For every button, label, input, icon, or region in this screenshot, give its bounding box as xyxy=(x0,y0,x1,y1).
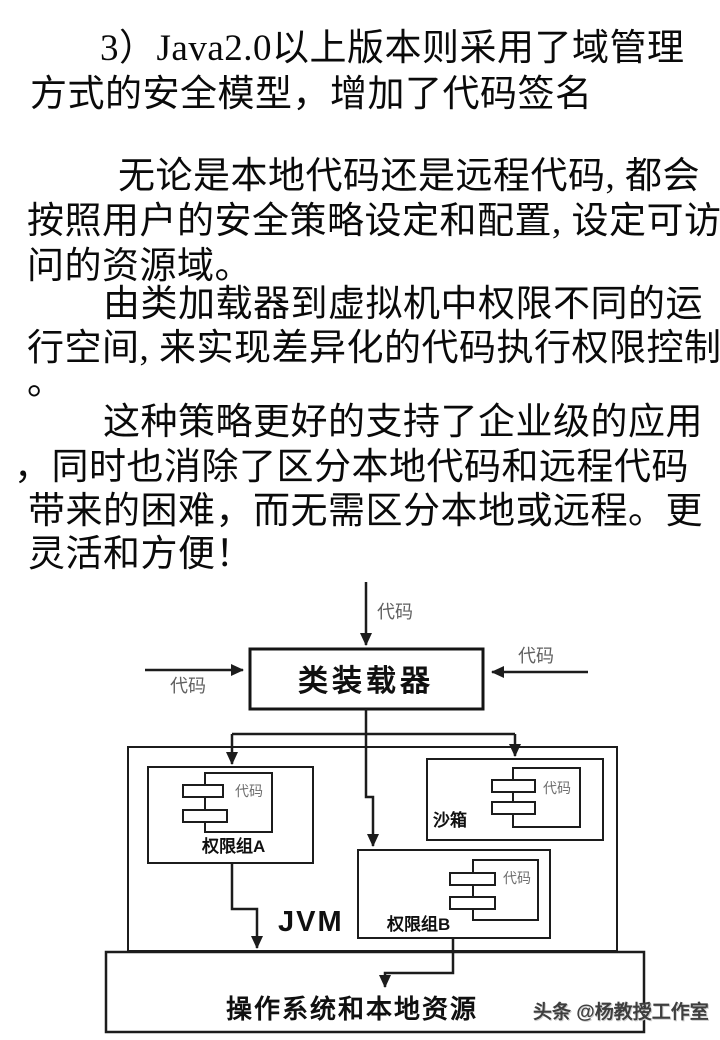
component-code-label: 代码 xyxy=(235,783,263,799)
text-line: 方式的安全模型，增加了代码签名 xyxy=(30,74,593,115)
text-line: ，同时也消除了区分本地代码和远程代码 xyxy=(14,447,689,488)
text-line: 问的资源域。 xyxy=(27,246,252,287)
text-line: 。 xyxy=(27,362,65,403)
permission-group-b-label: 权限组B xyxy=(386,914,450,934)
loader-to-permission-b-arrow xyxy=(364,709,379,847)
permission-a-to-os-arrow xyxy=(230,863,263,949)
component-icon xyxy=(491,767,581,828)
text-line: 灵活和方便！ xyxy=(28,534,253,575)
sandbox-label: 沙箱 xyxy=(433,810,467,830)
text-line: 由类加载器到虚拟机中权限不同的运 xyxy=(103,284,703,325)
text-line: 3）Java2.0以上版本则采用了域管理 xyxy=(100,28,685,69)
watermark: 头条 @杨教授工作室 xyxy=(533,1002,709,1023)
permission-b-to-os-arrow xyxy=(379,938,455,988)
code-label-left: 代码 xyxy=(170,676,206,696)
text-line: 无论是本地代码还是远程代码, 都会 xyxy=(118,156,700,197)
jvm-security-architecture-diagram: 代码 代码 代码 类装载器 代码 代码 代码 权限组A 沙箱 权限组B JVM … xyxy=(104,582,646,1034)
class-loader-box xyxy=(248,647,485,711)
code-label-right: 代码 xyxy=(518,646,554,666)
component-code-label: 代码 xyxy=(503,870,531,886)
permission-group-a-label: 权限组A xyxy=(201,836,265,856)
jvm-label: JVM xyxy=(278,906,344,938)
component-icon xyxy=(182,772,273,833)
code-label-top: 代码 xyxy=(377,602,413,622)
component-code-label: 代码 xyxy=(543,780,571,796)
text-line: 行空间, 来实现差异化的代码执行权限控制 xyxy=(27,328,720,369)
text-line: 这种策略更好的支持了企业级的应用 xyxy=(103,402,703,443)
os-resources-box xyxy=(104,950,646,1034)
text-line: 带来的困难，而无需区分本地或远程。更 xyxy=(28,491,703,532)
component-icon xyxy=(449,859,539,921)
os-resources-label: 操作系统和本地资源 xyxy=(226,994,478,1024)
class-loader-label: 类装载器 xyxy=(298,665,434,698)
text-line: 按照用户的安全策略设定和配置, 设定可访 xyxy=(27,201,720,242)
